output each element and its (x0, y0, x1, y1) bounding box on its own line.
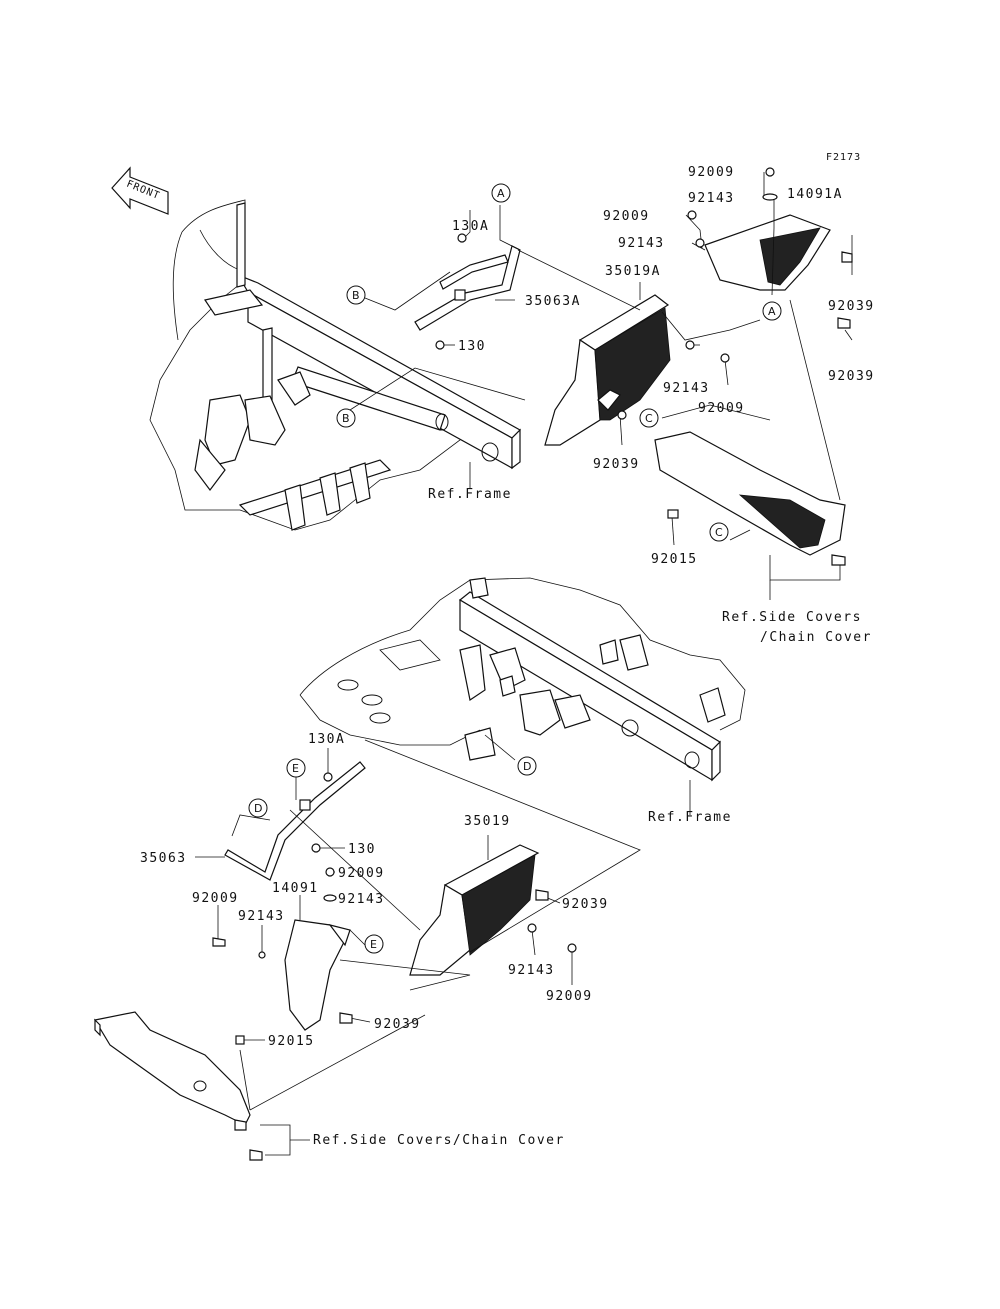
label-92009: 92009 (603, 209, 650, 224)
figure-code: F2173 (826, 152, 861, 163)
label-ref-side-covers: Ref.Side Covers/Chain Cover (313, 1133, 565, 1148)
lower-fasteners (212, 772, 577, 1161)
label-ref-frame: Ref.Frame (648, 810, 732, 825)
label-130: 130 (458, 339, 486, 354)
chain-guard-upper (654, 431, 846, 556)
label-35063a: 35063A (525, 294, 581, 309)
label-92015: 92015 (651, 552, 698, 567)
upper-frame (149, 199, 521, 531)
callout-d: D (254, 802, 262, 815)
label-92143: 92143 (663, 381, 710, 396)
callout-d: D (523, 760, 531, 773)
callout-a: A (497, 187, 505, 200)
label-92143: 92143 (688, 191, 735, 206)
label-35019: 35019 (464, 814, 511, 829)
lower-frame (299, 577, 746, 782)
bracket-35063 (224, 761, 366, 881)
label-92009: 92009 (688, 165, 735, 180)
label-92009: 92009 (338, 866, 385, 881)
front-arrow-icon: FRONT (111, 166, 169, 215)
callout-a: A (768, 305, 776, 318)
label-14091a: 14091A (787, 187, 843, 202)
label-35063: 35063 (140, 851, 187, 866)
bracket-35063a (414, 245, 521, 331)
upper-fasteners (435, 167, 853, 566)
callout-c: C (715, 526, 723, 539)
label-92009: 92009 (546, 989, 593, 1004)
label-130a: 130A (308, 732, 345, 747)
callout-c: C (645, 412, 653, 425)
cover-14091 (284, 919, 351, 1031)
label-14091: 14091 (272, 881, 319, 896)
callout-b: B (342, 412, 350, 425)
label-92143: 92143 (508, 963, 555, 978)
label-chain-cover: /Chain Cover (760, 630, 872, 645)
label-35019a: 35019A (605, 264, 661, 279)
label-92039: 92039 (828, 369, 875, 384)
label-130a: 130A (452, 219, 489, 234)
label-ref-frame: Ref.Frame (428, 487, 512, 502)
chain-guard-lower (94, 1011, 251, 1126)
lower-callouts: D D E E (248, 756, 537, 954)
cover-35019a (544, 294, 671, 446)
label-92039: 92039 (374, 1017, 421, 1032)
callout-b: B (352, 289, 360, 302)
upper-callouts: A A B B C C (336, 183, 782, 542)
label-92039: 92039 (562, 897, 609, 912)
label-92015: 92015 (268, 1034, 315, 1049)
label-92009: 92009 (192, 891, 239, 906)
label-92039: 92039 (593, 457, 640, 472)
upper-labels: 92009 92143 14091A 92009 92143 130A 3501… (428, 165, 875, 645)
label-92009: 92009 (698, 401, 745, 416)
label-92143: 92143 (338, 892, 385, 907)
label-130: 130 (348, 842, 376, 857)
label-92143: 92143 (238, 909, 285, 924)
callout-e: E (370, 938, 377, 951)
cover-35019 (409, 844, 540, 976)
label-ref-side-covers: Ref.Side Covers (722, 610, 862, 625)
label-92143: 92143 (618, 236, 665, 251)
cover-14091a (704, 214, 831, 291)
callout-e: E (292, 762, 299, 775)
lower-labels: 130A 35019 35063 130 92009 92143 14091 9… (140, 732, 732, 1148)
label-92039: 92039 (828, 299, 875, 314)
